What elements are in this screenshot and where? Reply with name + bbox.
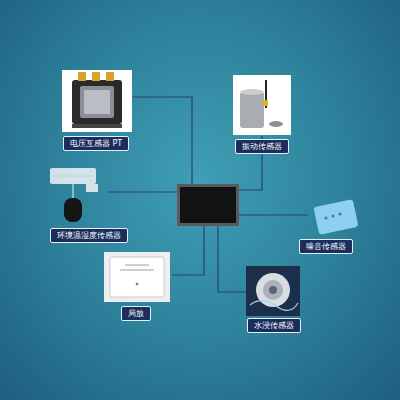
label-box: 水浸传感器: [247, 318, 301, 333]
magnet-base: [269, 121, 283, 127]
vent-hole: [332, 215, 335, 218]
sensor-probe: [64, 198, 82, 222]
case-marking: [125, 265, 149, 266]
wire: [218, 225, 246, 292]
terminal: [106, 72, 114, 81]
picture-ground: [104, 252, 170, 302]
wire: [238, 214, 308, 215]
monitor-frame: [177, 184, 239, 226]
sensor-label: 振动传感器: [242, 141, 282, 152]
transformer-core: [80, 86, 114, 118]
humidity-sensor-picture: [50, 168, 98, 222]
sensor-center: [263, 280, 283, 300]
vibration-sensor-picture: [233, 75, 291, 135]
label-box: 振动传感器: [235, 139, 289, 154]
partial-discharge-picture: [104, 252, 170, 302]
case-marking: [120, 270, 154, 271]
sensor-label: 噪音传感器: [306, 241, 346, 252]
sensor-disc: [256, 273, 290, 307]
picture-ground: [62, 70, 132, 132]
water-splash: [250, 301, 298, 311]
terminal: [78, 72, 86, 81]
label-box: 环境温湿度传感器: [50, 228, 128, 243]
transformer-picture: [62, 70, 132, 132]
picture-ground: [233, 75, 291, 135]
monitor-screen: [180, 187, 236, 223]
wire: [108, 191, 178, 192]
water-sensor-picture: [246, 266, 300, 316]
probe-cable: [73, 184, 74, 198]
vent-hole: [339, 213, 342, 216]
sensor-label: 电压互感器 PT: [70, 138, 122, 149]
transformer-coil: [84, 90, 110, 114]
connector: [86, 184, 98, 192]
indicator: [136, 283, 139, 286]
sensor-hub: [269, 286, 277, 294]
sensor-label: 环境温湿度传感器: [57, 230, 121, 241]
board-line: [52, 176, 94, 177]
vent-hole: [325, 217, 328, 220]
wire: [172, 225, 204, 275]
sensor-label: 局放: [128, 308, 144, 319]
sensor-cylinder: [240, 92, 264, 128]
sensor-label: 水浸传感器: [254, 320, 294, 331]
transformer-base: [72, 124, 122, 128]
noise-sensor-picture: [314, 199, 359, 235]
label-box: 噪音传感器: [299, 239, 353, 254]
picture-ground: [246, 266, 300, 316]
sensor-case: [110, 257, 164, 297]
sensor-top: [240, 89, 264, 95]
sensor-board: [50, 168, 96, 184]
label-box: 局放: [121, 306, 151, 321]
sensor-case: [314, 199, 359, 235]
transformer-body: [72, 80, 122, 124]
terminal: [92, 72, 100, 81]
wire: [130, 97, 192, 185]
antenna-base: [263, 100, 268, 106]
label-box: 电压互感器 PT: [63, 136, 129, 151]
